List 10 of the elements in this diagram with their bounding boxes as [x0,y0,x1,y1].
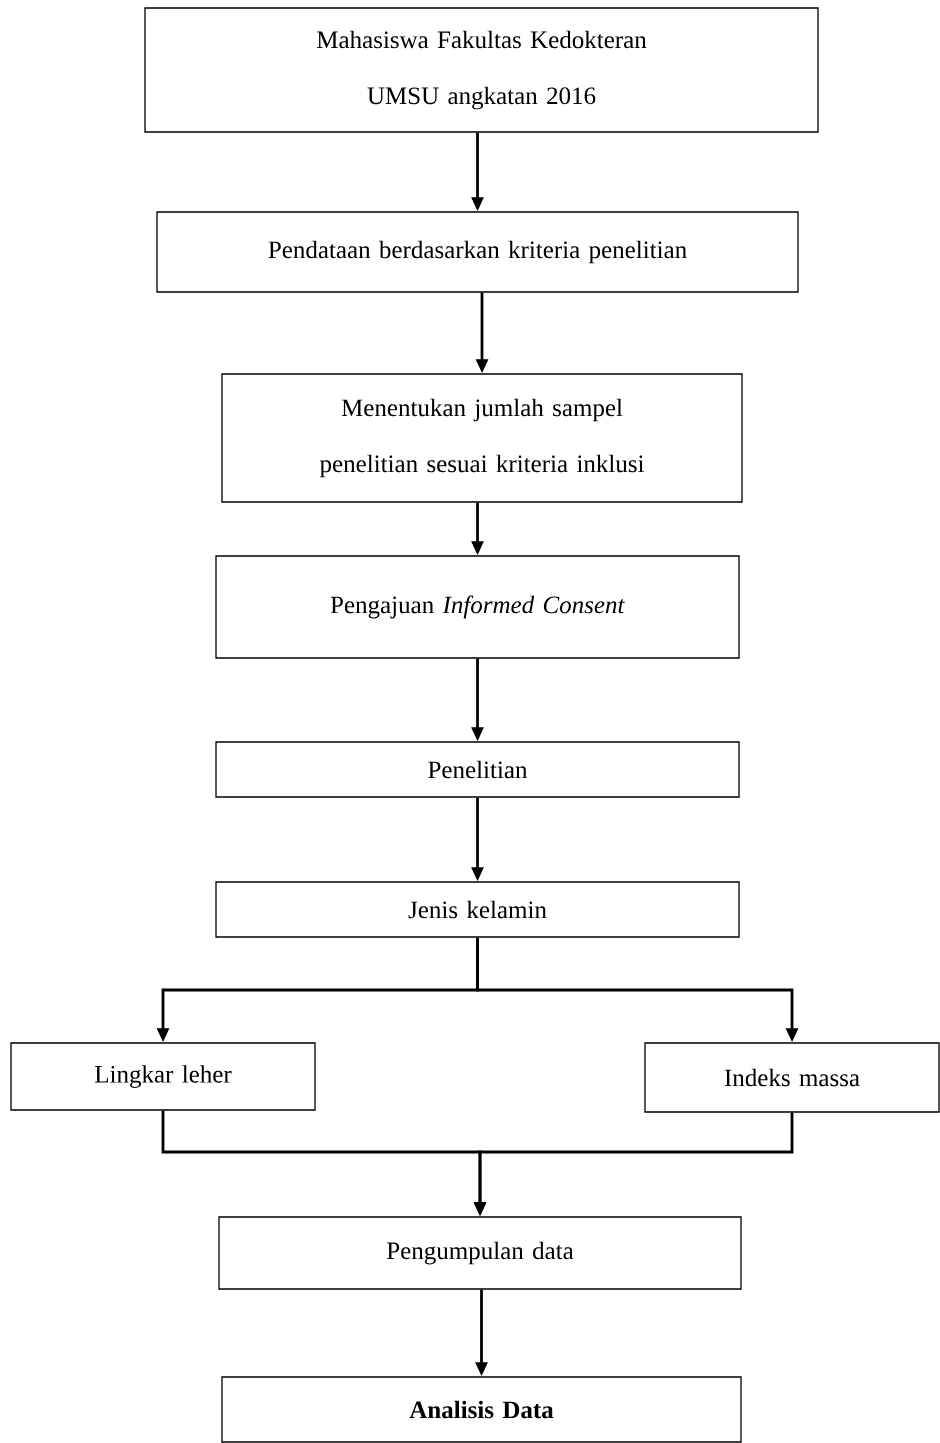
process-box: Penelitian [215,741,740,798]
process-box: Pengumpulan data [218,1216,742,1290]
process-box: Pengajuan Informed Consent [215,555,740,659]
process-box: Menentukan jumlah sampel penelitian sesuai kriteria inklusi [221,373,743,503]
process-box: Lingkar leher [10,1042,316,1111]
process-box: Jenis kelamin [215,881,740,938]
process-box: Analisis Data [221,1376,742,1443]
process-box: Pendataan berdasarkan kriteria penelitian [156,211,799,293]
process-box: Indeks massa [644,1042,940,1113]
process-box: Mahasiswa Fakultas Kedokteran UMSU angkatan 2016 [144,7,819,133]
